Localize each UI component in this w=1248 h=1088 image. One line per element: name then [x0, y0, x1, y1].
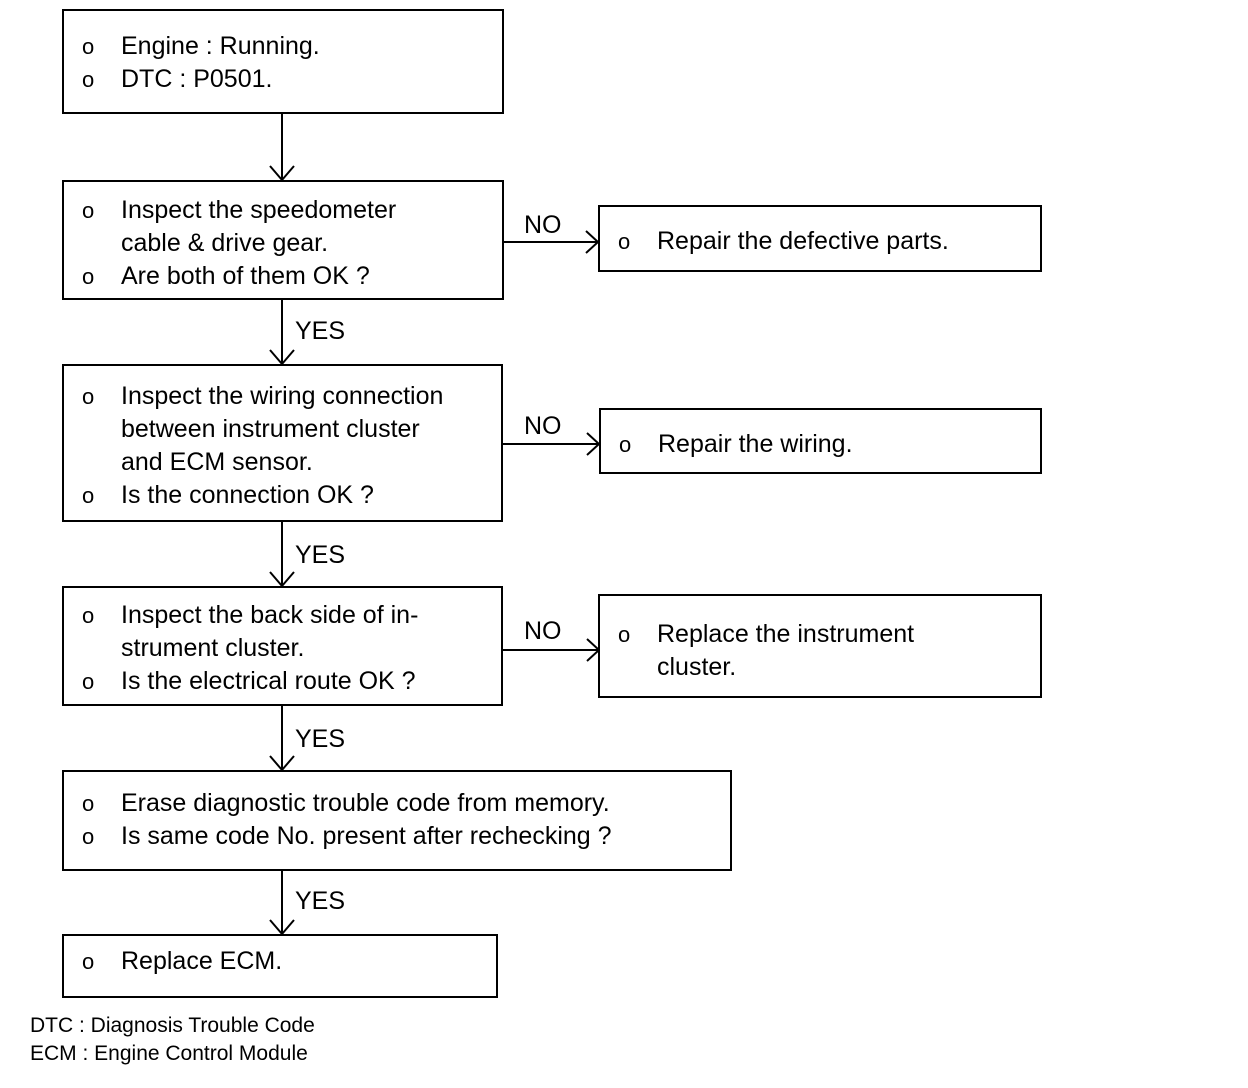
bullet-marker: o: [82, 264, 95, 289]
back-line-3: Is the electrical route OK ?: [121, 667, 416, 695]
speedo-line-2: cable & drive gear.: [121, 229, 329, 257]
yes-label: YES: [295, 317, 346, 345]
start-line-1: Engine : Running.: [121, 32, 320, 60]
repair-wiring-line: Repair the wiring.: [658, 430, 853, 458]
repair-defective-parts-box: o Repair the defective parts.: [598, 205, 1042, 272]
no-label: NO: [524, 617, 562, 645]
bullet-marker: o: [82, 824, 95, 849]
bullet-marker: o: [82, 603, 95, 628]
bullet-marker: o: [82, 483, 95, 508]
erase-line-1: Erase diagnostic trouble code from memor…: [121, 789, 610, 817]
wiring-line-2: between instrument cluster: [121, 415, 420, 443]
speedo-line-1: Inspect the speedometer: [121, 196, 397, 224]
back-side-check-box: o Inspect the back side of in- strument …: [62, 586, 503, 706]
back-line-1: Inspect the back side of in-: [121, 601, 419, 629]
wiring-line-4: Is the connection OK ?: [121, 481, 374, 509]
back-line-2: strument cluster.: [121, 634, 305, 662]
start-condition-box: o Engine : Running. o DTC : P0501.: [62, 9, 504, 114]
bullet-marker: o: [619, 432, 632, 457]
bullet-marker: o: [618, 229, 631, 254]
no-label: NO: [524, 412, 562, 440]
bullet-marker: o: [82, 791, 95, 816]
yes-label: YES: [295, 887, 346, 915]
repair-wiring-box: o Repair the wiring.: [599, 408, 1042, 474]
replace-ecm-line: Replace ECM.: [121, 947, 283, 975]
start-line-2: DTC : P0501.: [121, 65, 273, 93]
replace-cluster-line-2: cluster.: [657, 653, 737, 681]
footnote-dtc: DTC : Diagnosis Trouble Code: [30, 1014, 315, 1037]
yes-label: YES: [295, 541, 346, 569]
yes-label: YES: [295, 725, 346, 753]
bullet-marker: o: [82, 384, 95, 409]
wiring-check-box: o Inspect the wiring connection between …: [62, 364, 503, 522]
bullet-marker: o: [82, 198, 95, 223]
bullet-marker: o: [82, 34, 95, 59]
bullet-marker: o: [618, 622, 631, 647]
bullet-marker: o: [82, 669, 95, 694]
repair-parts-line: Repair the defective parts.: [657, 227, 949, 255]
wiring-line-3: and ECM sensor.: [121, 448, 313, 476]
replace-ecm-box: o Replace ECM.: [62, 934, 498, 998]
no-label: NO: [524, 211, 562, 239]
replace-cluster-box: o Replace the instrument cluster.: [598, 594, 1042, 698]
replace-cluster-line-1: Replace the instrument: [657, 620, 915, 648]
erase-dtc-box: o Erase diagnostic trouble code from mem…: [62, 770, 732, 871]
footnote-ecm: ECM : Engine Control Module: [30, 1042, 308, 1065]
wiring-line-1: Inspect the wiring connection: [121, 382, 444, 410]
speedo-line-3: Are both of them OK ?: [121, 262, 370, 290]
bullet-marker: o: [82, 67, 95, 92]
bullet-marker: o: [82, 949, 95, 974]
erase-line-2: Is same code No. present after recheckin…: [121, 822, 612, 850]
speedometer-check-box: o Inspect the speedometer cable & drive …: [62, 180, 504, 300]
